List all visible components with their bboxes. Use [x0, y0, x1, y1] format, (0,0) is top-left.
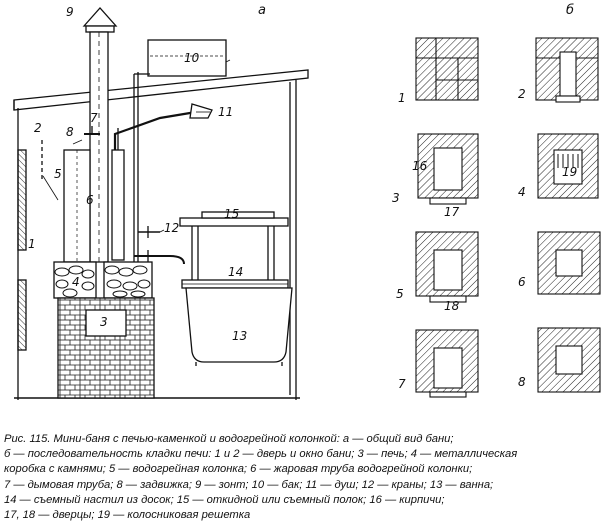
course-6-number: 6 — [518, 275, 526, 289]
callout-14: 14 — [228, 265, 243, 279]
label-19: 19 — [562, 165, 577, 179]
chimney-cap — [82, 7, 118, 27]
figure-drawing: а 1 2 3 4 5 6 7 8 9 10 11 12 13 14 15 б — [13, 3, 601, 400]
callout-8: 8 — [66, 125, 74, 139]
sauna-general-view — [13, 7, 309, 400]
figure-caption: Рис. 115. Мини-баня с печью-каменкой и в… — [4, 432, 610, 522]
shower-head — [189, 103, 213, 119]
course-3 — [417, 133, 479, 205]
caption-line-2: б — последовательность кладки печи: 1 и … — [4, 448, 518, 461]
course-8-number: 8 — [518, 375, 526, 389]
callout-4: 4 — [72, 275, 80, 289]
caption-line-5: 14 — съемный настил из досок; 15 — откид… — [4, 493, 445, 506]
callout-15: 15 — [224, 207, 239, 221]
stove-door — [85, 309, 127, 337]
course-5 — [415, 231, 479, 303]
callout-7: 7 — [90, 111, 98, 125]
callout-13: 13 — [232, 329, 247, 343]
course-4 — [537, 133, 599, 199]
caption-line-6: 17, 18 — дверцы; 19 — колосниковая решет… — [4, 509, 251, 522]
door — [17, 149, 27, 251]
callout-11: 11 — [218, 105, 233, 119]
caption-line-3: коробка с камнями; 5 — водогрейная колон… — [4, 463, 473, 476]
label-17: 17 — [444, 205, 460, 219]
course-2 — [535, 37, 599, 103]
course-7 — [415, 329, 479, 398]
course-5-number: 5 — [396, 287, 404, 301]
course-7-number: 7 — [398, 377, 406, 391]
course-8 — [537, 327, 601, 393]
course-1-number: 1 — [398, 91, 406, 105]
panel-a-label: а — [258, 3, 266, 18]
shower-arm — [113, 110, 197, 150]
callout-2: 2 — [34, 121, 42, 135]
water-tank — [147, 39, 227, 77]
course-2-number: 2 — [518, 87, 526, 101]
caption-line-1: Рис. 115. Мини-баня с печью-каменкой и в… — [4, 433, 454, 445]
callout-5: 5 — [54, 167, 62, 181]
caption-line-4: 7 — дымовая труба; 8 — задвижка; 9 — зон… — [4, 478, 494, 491]
callout-3: 3 — [100, 315, 108, 329]
callout-9: 9 — [66, 5, 74, 19]
course-6 — [537, 231, 601, 295]
callout-12: 12 — [164, 221, 179, 235]
course-1 — [415, 37, 479, 101]
callout-6: 6 — [86, 193, 94, 207]
label-16: 16 — [412, 159, 428, 173]
label-18: 18 — [444, 299, 460, 313]
callout-10: 10 — [184, 51, 200, 65]
course-4-number: 4 — [518, 185, 526, 199]
course-3-number: 3 — [392, 191, 400, 205]
callout-1: 1 — [28, 237, 36, 251]
chimney-pipe — [89, 31, 109, 263]
bathtub — [185, 287, 293, 363]
panel-b-label: б — [566, 3, 574, 18]
